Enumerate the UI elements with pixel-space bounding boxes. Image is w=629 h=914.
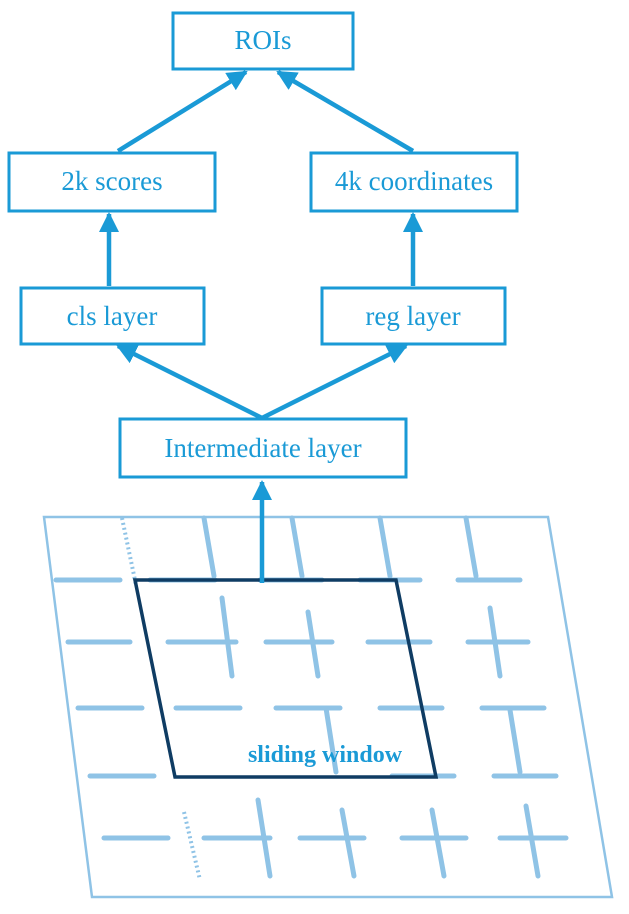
- arrow-coordinates-to-rois: [276, 70, 415, 153]
- arrow-scores-to-rois: [116, 70, 248, 153]
- grid-marks: [53, 515, 569, 879]
- node-coordinates: 4k coordinates: [309, 151, 519, 213]
- grid-dotted-marks: [120, 517, 202, 881]
- connector-arrows: [98, 70, 424, 583]
- node-cls-layer: cls layer: [19, 286, 206, 346]
- arrow-intermediate-to-reg: [260, 343, 408, 421]
- node-cls-layer-label: cls layer: [67, 301, 158, 331]
- node-coordinates-label: 4k coordinates: [335, 166, 493, 196]
- node-reg-layer: reg layer: [320, 286, 507, 346]
- arrow-intermediate-to-cls: [116, 343, 264, 421]
- node-scores: 2k scores: [7, 151, 217, 213]
- node-reg-layer-label: reg layer: [365, 301, 460, 331]
- sliding-window-label: sliding window: [248, 742, 403, 768]
- feature-map-grid: [42, 515, 614, 899]
- node-rois: ROIs: [171, 11, 355, 71]
- sliding-window-frame: [132, 578, 439, 779]
- node-rois-label: ROIs: [234, 25, 291, 55]
- node-intermediate-layer-label: Intermediate layer: [164, 433, 361, 463]
- node-intermediate-layer: Intermediate layer: [118, 417, 408, 479]
- node-scores-label: 2k scores: [61, 166, 162, 196]
